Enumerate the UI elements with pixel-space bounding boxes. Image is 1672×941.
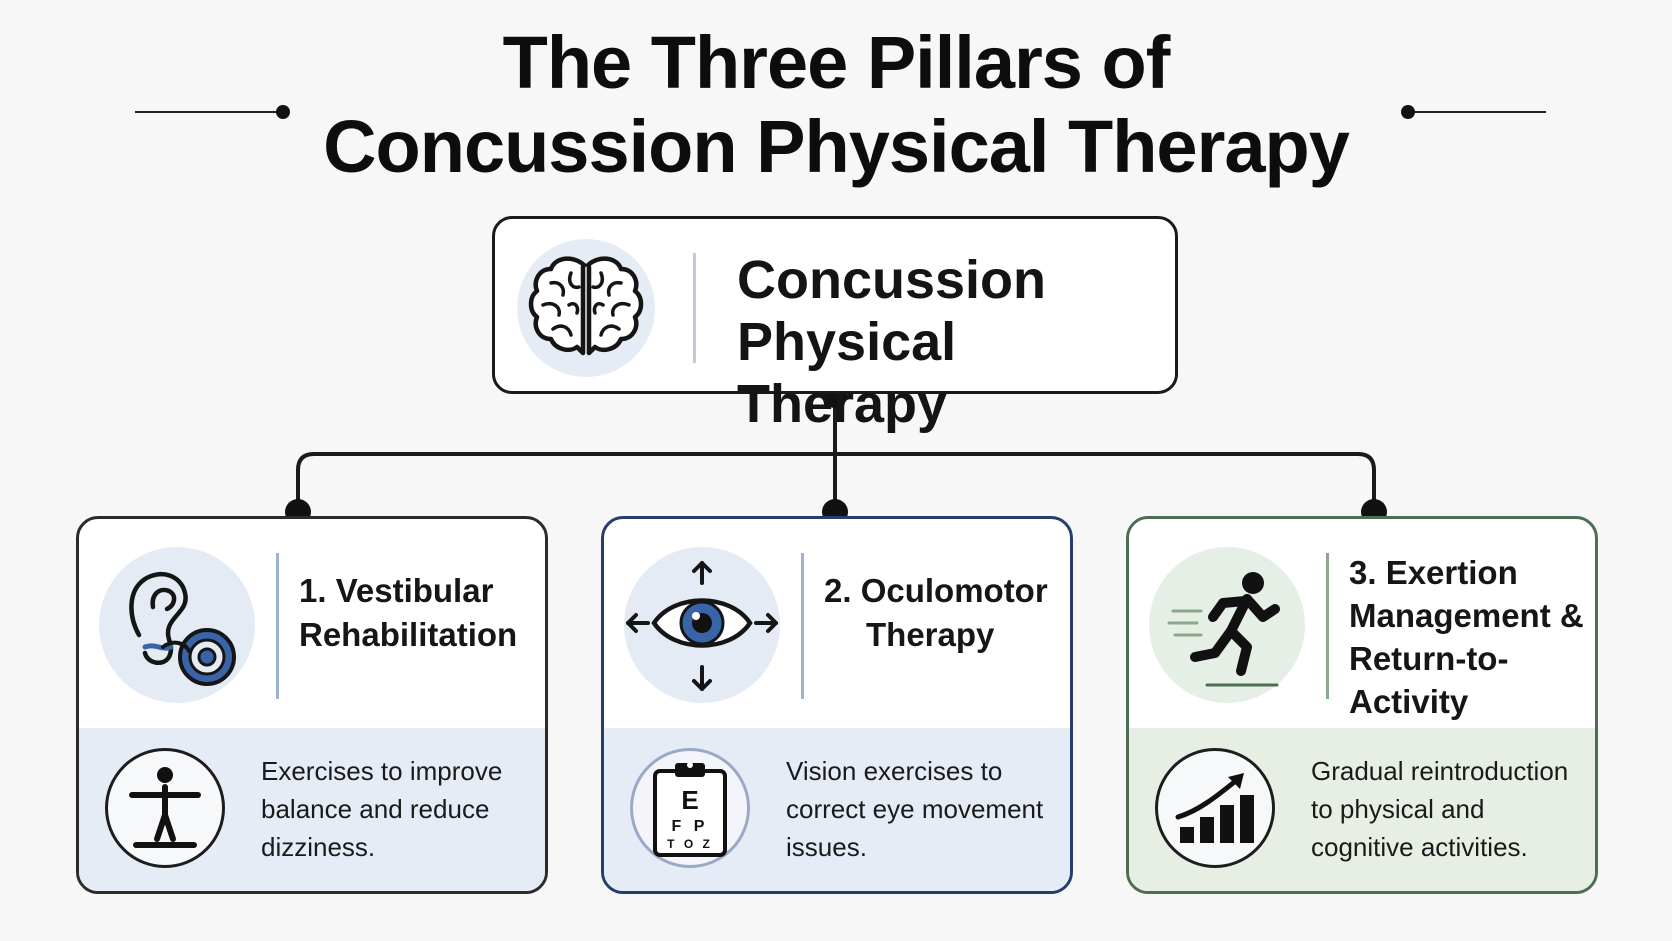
title-decor-line-left bbox=[135, 111, 283, 113]
pillar-description: Exercises to improve balance and reduce … bbox=[261, 756, 503, 862]
pillar-card-body: E F P T O Z Vision exercises to correct … bbox=[604, 728, 1070, 891]
eye-chart-row-1: E bbox=[681, 785, 698, 815]
balance-person-icon bbox=[129, 767, 201, 848]
central-node: Concussion Physical Therapy bbox=[492, 216, 1178, 434]
page-title-line-2: Concussion Physical Therapy bbox=[323, 105, 1350, 188]
eye-icon bbox=[626, 561, 778, 691]
pillar-title: 1. Vestibular Rehabilitation bbox=[299, 569, 544, 657]
central-divider bbox=[693, 253, 696, 363]
eye-chart-row-2: F P bbox=[672, 818, 709, 835]
eye-chart-clipboard-icon: E F P T O Z bbox=[653, 762, 727, 857]
running-person-icon bbox=[1167, 572, 1280, 687]
pillar-title-line-1: 2. Oculomotor bbox=[824, 572, 1048, 609]
growth-chart-icon bbox=[1175, 773, 1254, 843]
pillar-card-vestibular: 1. Vestibular Rehabilitation Exercises t… bbox=[76, 516, 548, 894]
pillar-title-line-1: 3. Exertion bbox=[1349, 554, 1518, 591]
running-person-icon-circle bbox=[1149, 547, 1305, 703]
pillar-card-header: 2. Oculomotor Therapy bbox=[604, 519, 1070, 728]
eye-icon-circle bbox=[624, 547, 780, 703]
pillar-title-line-2: Rehabilitation bbox=[299, 616, 518, 653]
pillar-divider bbox=[1326, 553, 1329, 699]
pillar-divider bbox=[276, 553, 279, 699]
brain-icon bbox=[528, 256, 644, 356]
pillar-title: 3. Exertion Management & Return-to-Activ… bbox=[1349, 551, 1594, 723]
pillar-card-exertion: 3. Exertion Management & Return-to-Activ… bbox=[1126, 516, 1598, 894]
eye-chart-clipboard-icon-circle: E F P T O Z bbox=[630, 748, 750, 868]
central-node-label: Concussion Physical Therapy bbox=[737, 249, 1175, 435]
pillar-title-line-2: Management & bbox=[1349, 597, 1584, 634]
pillar-description: Gradual reintroduction to physical and c… bbox=[1311, 756, 1569, 862]
title-decor-line-right bbox=[1408, 111, 1546, 113]
pillar-title: 2. Oculomotor Therapy bbox=[824, 569, 1069, 657]
brain-icon-circle bbox=[517, 239, 655, 377]
connector-branch bbox=[296, 452, 1376, 512]
page-title-line-1: The Three Pillars of bbox=[502, 21, 1171, 104]
pillar-card-oculomotor: 2. Oculomotor Therapy E F P T O Z Vision… bbox=[601, 516, 1073, 894]
pillar-card-body: Exercises to improve balance and reduce … bbox=[79, 728, 545, 891]
central-node-label-line-2: Physical Therapy bbox=[737, 312, 957, 434]
title-decor-dot-right bbox=[1401, 105, 1415, 119]
pillar-divider bbox=[801, 553, 804, 699]
pillar-title-line-2: Therapy bbox=[866, 616, 995, 653]
pillar-card-header: 3. Exertion Management & Return-to-Activ… bbox=[1129, 519, 1595, 728]
pillar-title-line-3: Return-to-Activity bbox=[1349, 640, 1509, 720]
inner-ear-icon-circle bbox=[99, 547, 255, 703]
pillar-description: Vision exercises to correct eye movement… bbox=[786, 756, 1044, 862]
growth-chart-icon-circle bbox=[1155, 748, 1275, 868]
pillar-card-body: Gradual reintroduction to physical and c… bbox=[1129, 728, 1595, 891]
central-node-label-line-1: Concussion bbox=[737, 250, 1047, 310]
pillar-card-header: 1. Vestibular Rehabilitation bbox=[79, 519, 545, 728]
balance-person-icon-circle bbox=[105, 748, 225, 868]
eye-chart-row-3: T O Z bbox=[667, 837, 713, 851]
title-decor-dot-left bbox=[276, 105, 290, 119]
inner-ear-icon bbox=[129, 572, 236, 686]
pillar-title-line-1: 1. Vestibular bbox=[299, 572, 494, 609]
